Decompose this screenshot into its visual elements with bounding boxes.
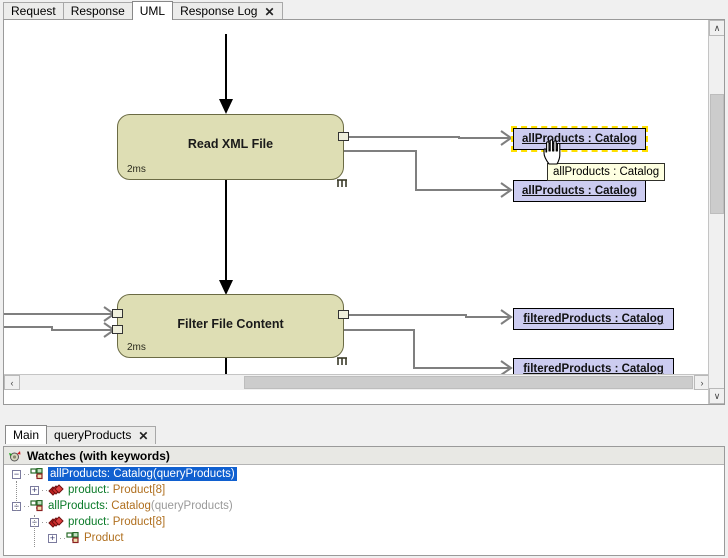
input-port[interactable] — [112, 325, 123, 334]
vertical-scrollbar-thumb[interactable] — [710, 94, 724, 214]
tree-row-name: product — [68, 484, 106, 496]
tree-row[interactable]: − ·· allProducts: Catalog(queryProducts) — [4, 498, 724, 514]
horizontal-scrollbar-thumb[interactable] — [244, 376, 693, 389]
output-port[interactable] — [338, 310, 349, 319]
output-port[interactable] — [338, 132, 349, 141]
tab-response-log-label: Response Log — [180, 3, 257, 20]
scroll-left-icon[interactable]: ‹ — [4, 375, 20, 390]
close-icon[interactable]: ✕ — [264, 6, 274, 18]
tree-expander[interactable]: + — [30, 486, 39, 495]
watches-tree[interactable]: − ·· allProducts: Catalog(queryProducts)… — [4, 465, 724, 546]
array-icon — [48, 484, 64, 496]
tab-response-label: Response — [71, 3, 125, 20]
tree-expander[interactable]: − — [12, 470, 21, 479]
tree-row-name: allProducts — [50, 468, 107, 480]
class-icon — [30, 500, 44, 512]
scroll-up-icon[interactable]: ∧ — [709, 20, 725, 36]
uml-canvas-viewport: Read XML File 2ms Filter File Conte — [4, 20, 710, 390]
tree-connector-dots: ·· — [59, 533, 66, 543]
tree-row-paren: (queryProducts) — [151, 500, 233, 512]
activity-node-duration: 2ms — [127, 164, 146, 175]
class-icon — [66, 532, 80, 544]
diagram-connectors — [4, 20, 710, 390]
tree-row-type: Catalog — [111, 500, 151, 512]
tree-row[interactable]: − ·· product: Product[8] — [4, 514, 724, 530]
top-tab-strip: Request Response UML Response Log ✕ — [0, 0, 728, 20]
tree-row-name: product — [68, 516, 106, 528]
object-node-allproducts-selected[interactable]: allProducts : Catalog — [513, 128, 646, 150]
tree-row-paren: (queryProducts) — [153, 468, 235, 480]
tree-connector-dots: ·· — [41, 485, 48, 495]
tab-uml[interactable]: UML — [132, 1, 173, 20]
activity-node-title: Filter File Content — [118, 317, 343, 331]
tree-guide-line — [34, 515, 35, 547]
tree-row-type: Catalog — [113, 468, 153, 480]
activity-node-title: Read XML File — [118, 137, 343, 151]
tab-response[interactable]: Response — [63, 2, 133, 20]
object-node-label: allProducts : Catalog — [522, 185, 637, 197]
object-node-label: filteredProducts : Catalog — [523, 313, 664, 325]
tree-row-text: product: Product[8] — [68, 516, 165, 528]
tree-row-text: allProducts: Catalog(queryProducts) — [48, 500, 233, 512]
tree-row[interactable]: + ·· product: Product[8] — [4, 482, 724, 498]
vertical-scrollbar[interactable]: ∧ ∨ — [708, 20, 724, 404]
watches-panel-title: Watches (with keywords) — [27, 449, 170, 463]
activity-diagram: Read XML File 2ms Filter File Conte — [4, 20, 710, 390]
tree-row-type: Product[8] — [113, 516, 165, 528]
tab-queryproducts[interactable]: queryProducts ✕ — [46, 426, 156, 444]
horizontal-scrollbar[interactable]: ‹ › — [4, 374, 710, 390]
tree-connector-dots: ·· — [41, 517, 48, 527]
activity-node-filter-file-content[interactable]: Filter File Content 2ms — [117, 294, 344, 358]
tree-row-text: allProducts: Catalog(queryProducts) — [48, 467, 237, 481]
tab-queryproducts-label: queryProducts — [54, 427, 131, 444]
object-node-allproducts[interactable]: allProducts : Catalog — [513, 180, 646, 202]
tree-expander[interactable]: + — [48, 534, 57, 543]
tab-request[interactable]: Request — [3, 2, 64, 20]
tree-row-text: product: Product[8] — [68, 484, 165, 496]
tree-row[interactable]: + ·· Product — [4, 530, 724, 546]
tooltip: allProducts : Catalog — [547, 163, 665, 181]
lower-tab-strip: Main queryProducts ✕ — [0, 424, 728, 444]
close-icon[interactable]: ✕ — [138, 430, 148, 442]
tree-guide-line — [16, 481, 17, 511]
activity-node-read-xml-file[interactable]: Read XML File 2ms — [117, 114, 344, 180]
tab-response-log[interactable]: Response Log ✕ — [172, 2, 282, 20]
uml-canvas[interactable]: Read XML File 2ms Filter File Conte — [3, 19, 725, 405]
class-icon — [30, 468, 44, 480]
object-node-filteredproducts-1[interactable]: filteredProducts : Catalog — [513, 308, 674, 330]
tree-row-type: Product — [84, 532, 124, 544]
watches-panel-header: Watches (with keywords) — [4, 447, 724, 465]
tree-row-name: allProducts — [48, 500, 105, 512]
activity-node-duration: 2ms — [127, 342, 146, 353]
tab-main[interactable]: Main — [5, 425, 47, 444]
watches-gear-icon — [8, 449, 22, 463]
tree-row-text: Product — [84, 532, 124, 544]
input-port[interactable] — [112, 309, 123, 318]
tree-row[interactable]: − ·· allProducts: Catalog(queryProducts) — [4, 466, 724, 482]
tree-connector-dots: ·· — [23, 469, 30, 479]
object-node-label: allProducts : Catalog — [522, 133, 637, 145]
tab-uml-label: UML — [140, 2, 165, 20]
tooltip-text: allProducts : Catalog — [553, 166, 659, 178]
tree-row-type: Product[8] — [113, 484, 165, 496]
tree-connector-dots: ·· — [23, 501, 30, 511]
tab-main-label: Main — [13, 426, 39, 444]
array-icon — [48, 516, 64, 528]
watches-panel: Watches (with keywords) − ·· allProducts… — [3, 446, 725, 556]
scroll-down-icon[interactable]: ∨ — [709, 388, 725, 404]
tab-request-label: Request — [11, 3, 56, 20]
